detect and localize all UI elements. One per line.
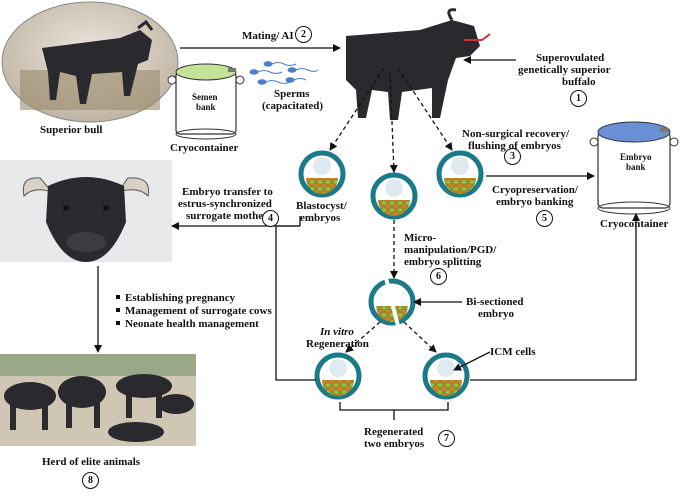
- embryo-bank-label-1: Embryo: [620, 152, 652, 162]
- superior-bull-photo: [1, 1, 179, 123]
- superovulated-buffalo: [346, 8, 491, 120]
- icm-cells-label: ICM cells: [490, 346, 536, 358]
- dashed-arrows: [329, 67, 453, 353]
- surrogate-mother-photo: [0, 160, 172, 262]
- mating-ai-label: Mating/ AI: [242, 30, 294, 42]
- blastocyst-label-1: Blastocyst/: [296, 200, 347, 212]
- embryo-blastocyst-3: [436, 150, 484, 198]
- cryopreservation-label-1: Cryopreservation/: [492, 184, 578, 196]
- embryo-bisectioned: [368, 277, 416, 327]
- bisectioned-label-1: Bi-sectioned: [466, 296, 524, 308]
- superovulated-label-3: buffalo: [562, 76, 596, 88]
- embryo-blastocyst-1: [298, 150, 346, 198]
- pregnancy-step-2: Management of surrogate cows: [116, 305, 272, 318]
- step-number-3: 3: [504, 148, 521, 165]
- regenerated-label-2: two embryos: [364, 438, 425, 450]
- micromanipulation-label-2: manipulation/PGD/: [404, 244, 497, 256]
- step-number-1: 1: [570, 90, 587, 107]
- step-number-6: 6: [430, 268, 447, 285]
- micromanipulation-label-3: embryo splitting: [404, 256, 482, 268]
- embryo-transfer-label-1: Embryo transfer to: [182, 186, 273, 198]
- sperm-cells: [249, 61, 319, 85]
- nonsurgical-label-2: flushing of embryos: [468, 140, 561, 152]
- superovulated-label-2: genetically superior: [518, 64, 611, 76]
- embryo-transfer-label-2: estrus-synchronized: [178, 198, 272, 210]
- bisectioned-label-2: embryo: [478, 308, 515, 320]
- superovulated-label-1: Superovulated: [536, 52, 605, 64]
- semen-bank-label-1: Semen: [192, 92, 218, 102]
- sperms-label-2: (capacitated): [262, 100, 324, 112]
- pregnancy-step-1: Establishing pregnancy: [116, 292, 235, 305]
- step-number-7: 7: [438, 430, 455, 447]
- herd-label: Herd of elite animals: [42, 456, 141, 468]
- invitro-label-1: In vitro: [320, 326, 354, 338]
- embryo-bank-container: [589, 121, 679, 215]
- pregnancy-step-3: Neonate health management: [116, 318, 259, 331]
- cryocontainer-left-label: Cryocontainer: [170, 142, 239, 154]
- semen-bank-label-2: bank: [196, 102, 216, 112]
- invitro-label-2: Regeneration: [306, 338, 369, 350]
- embryo-blastocyst-2: [370, 172, 418, 220]
- step-number-4: 4: [262, 210, 279, 227]
- embryo-bank-label-2: bank: [626, 162, 646, 172]
- embryo-regenerated-2: [422, 352, 470, 400]
- step-number-8: 8: [82, 472, 99, 489]
- cryopreservation-label-2: embryo banking: [496, 196, 574, 208]
- step-number-2: 2: [295, 26, 312, 43]
- embryo-transfer-label-3: surrogate mother: [186, 210, 268, 222]
- regenerated-label-1: Regenerated: [364, 426, 424, 438]
- blastocyst-label-2: embryos: [300, 212, 341, 224]
- superior-bull-label: Superior bull: [40, 124, 103, 136]
- embryo-regenerated-1: [314, 352, 362, 400]
- cryocontainer-right-label: Cryocontainer: [600, 218, 669, 230]
- step-number-5: 5: [536, 210, 553, 227]
- semen-bank-container: [167, 63, 245, 140]
- nonsurgical-label-1: Non-surgical recovery/: [462, 128, 570, 140]
- herd-photo: [0, 354, 196, 446]
- process-arrows: [94, 44, 640, 420]
- sperms-label-1: Sperms: [274, 88, 310, 100]
- micromanipulation-label-1: Micro-: [404, 232, 437, 244]
